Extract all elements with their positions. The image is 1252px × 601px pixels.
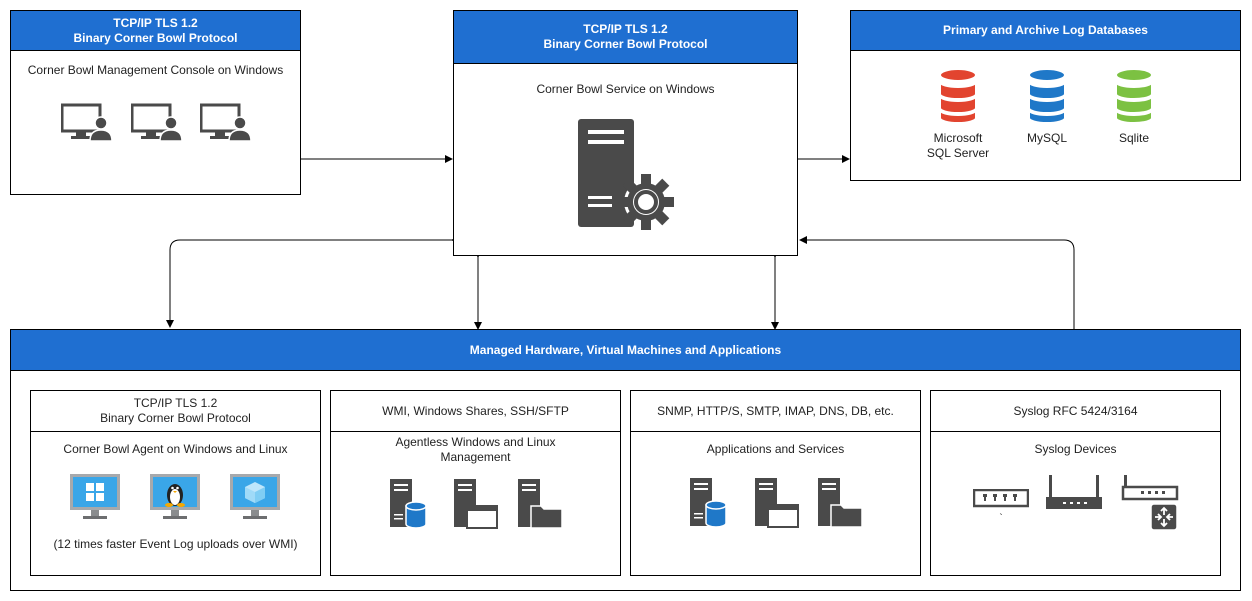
monitor-user-icon (61, 103, 113, 142)
syslog-header-line1: Syslog RFC 5424/3164 (1013, 403, 1138, 418)
agent-title: Corner Bowl Agent on Windows and Linux (63, 442, 288, 456)
database-box: Primary and Archive Log Databases Micros… (850, 10, 1241, 181)
managed-header-text: Managed Hardware, Virtual Machines and A… (469, 342, 782, 357)
applications-title: Applications and Services (706, 442, 845, 456)
syslog-to-service-arrow (799, 236, 1075, 329)
service-header: TCP/IP TLS 1.2 Binary Corner Bowl Protoc… (454, 11, 797, 64)
agent-header-line2: Binary Corner Bowl Protocol (100, 411, 251, 425)
server-database-icon (690, 478, 727, 528)
agentless-header-line1: WMI, Windows Shares, SSH/SFTP (382, 403, 569, 418)
network-switch-icon (973, 489, 1029, 508)
console-header: TCP/IP TLS 1.2 Binary Corner Bowl Protoc… (11, 11, 300, 51)
agentless-title-line1: Agentless Windows and Linux (395, 435, 556, 449)
agentless-panel-header: WMI, Windows Shares, SSH/SFTP (331, 391, 620, 432)
agent-service-arrow (166, 236, 459, 328)
database-header: Primary and Archive Log Databases (851, 11, 1240, 51)
applications-header-line1: SNMP, HTTP/S, SMTP, IMAP, DNS, DB, etc. (657, 403, 894, 418)
sql-server-label-line2: SQL Server (926, 146, 990, 160)
syslog-title: Syslog Devices (1034, 442, 1117, 456)
console-title: Corner Bowl Management Console on Window… (27, 63, 284, 77)
applications-panel-header: SNMP, HTTP/S, SMTP, IMAP, DNS, DB, etc. (631, 391, 920, 432)
console-header-line1: TCP/IP TLS 1.2 (113, 15, 198, 30)
vm-monitor-icon (230, 474, 280, 519)
sql-server-database-icon (939, 68, 977, 124)
database-header-text: Primary and Archive Log Databases (943, 23, 1148, 37)
applications-panel: SNMP, HTTP/S, SMTP, IMAP, DNS, DB, etc. … (630, 390, 921, 576)
agent-panel: TCP/IP TLS 1.2 Binary Corner Bowl Protoc… (30, 390, 321, 576)
server-gear-icon (578, 119, 674, 230)
sql-server-label: Microsoft SQL Server (918, 131, 998, 161)
mysql-label: MySQL (1026, 131, 1067, 145)
stray-mark: ` (999, 513, 1003, 524)
service-header-line2: Binary Corner Bowl Protocol (543, 37, 708, 51)
syslog-panel: Syslog RFC 5424/3164 Syslog Devices ` (930, 390, 1221, 576)
monitor-user-icon (200, 103, 252, 142)
monitor-user-icon (131, 103, 183, 142)
console-header-line2: Binary Corner Bowl Protocol (73, 30, 238, 45)
agentless-title-line2: Management (440, 450, 511, 464)
console-box: TCP/IP TLS 1.2 Binary Corner Bowl Protoc… (10, 10, 301, 195)
server-window-icon (454, 479, 498, 529)
service-header-line1: TCP/IP TLS 1.2 (583, 22, 668, 36)
agentless-title: Agentless Windows and Linux Management (331, 435, 620, 465)
agent-note: (12 times faster Event Log uploads over … (53, 537, 298, 551)
server-window-icon (755, 478, 799, 528)
service-title: Corner Bowl Service on Windows (536, 82, 715, 96)
linux-monitor-icon (150, 474, 200, 519)
server-database-icon (390, 479, 427, 529)
syslog-panel-header: Syslog RFC 5424/3164 (931, 391, 1220, 432)
sqlite-database-icon (1115, 68, 1153, 124)
service-box: TCP/IP TLS 1.2 Binary Corner Bowl Protoc… (453, 10, 798, 256)
windows-monitor-icon (70, 474, 120, 519)
sql-server-label-line1: Microsoft (933, 131, 983, 145)
sqlite-label: Sqlite (1118, 131, 1150, 145)
router-icon (1121, 475, 1179, 531)
agentless-panel: WMI, Windows Shares, SSH/SFTP Agentless … (330, 390, 621, 576)
agent-panel-header: TCP/IP TLS 1.2 Binary Corner Bowl Protoc… (31, 391, 320, 432)
wireless-router-icon (1046, 475, 1102, 509)
server-folder-icon (818, 478, 863, 528)
agent-header-line1: TCP/IP TLS 1.2 (133, 396, 218, 410)
mysql-database-icon (1028, 68, 1066, 124)
managed-header: Managed Hardware, Virtual Machines and A… (11, 330, 1240, 371)
server-folder-icon (518, 479, 563, 529)
